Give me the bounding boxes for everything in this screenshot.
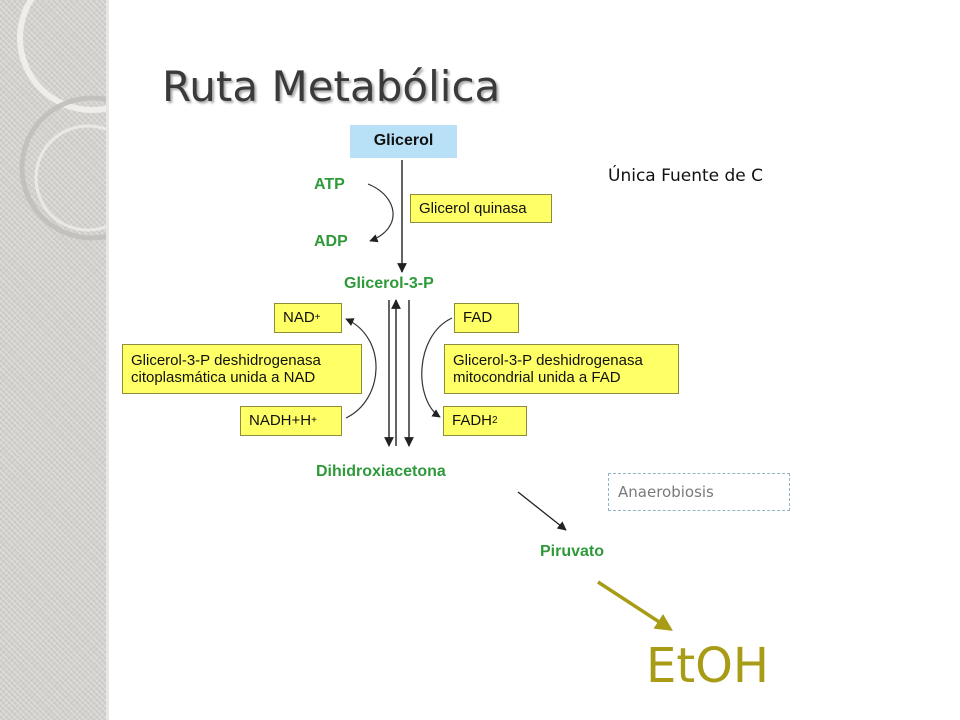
- fadh-text: FADH: [452, 412, 493, 430]
- glicerol-box: Glicerol: [350, 125, 457, 158]
- etoh-label: EtOH: [646, 638, 770, 694]
- label-dihidroxiacetona: Dihidroxiacetona: [316, 463, 446, 480]
- enzyme-cytoplasmic: Glicerol-3-P deshidrogenasa citoplasmáti…: [122, 344, 362, 394]
- nad-sup: +: [314, 312, 321, 324]
- side-edge: [106, 0, 109, 720]
- enzyme-mitochondrial: Glicerol-3-P deshidrogenasa mitocondrial…: [444, 344, 679, 394]
- box-nadh: NADH+H+: [240, 406, 342, 436]
- arrow-atp-to-adp: [367, 183, 394, 243]
- arrow-to-piruvato: [517, 491, 567, 531]
- nadh-sup: +: [311, 415, 317, 427]
- enzyme-mito-line2: mitocondrial unida a FAD: [453, 369, 621, 386]
- enzyme-glicerol-quinasa: Glicerol quinasa: [410, 194, 552, 223]
- enzyme-cyto-line1: Glicerol-3-P deshidrogenasa: [131, 351, 321, 369]
- anaerobiosis-box: Anaerobiosis: [608, 473, 790, 511]
- nadh-text: NADH+H: [249, 412, 312, 430]
- fadh-sub: 2: [492, 415, 498, 427]
- label-glicerol-3-p: Glicerol-3-P: [344, 275, 434, 293]
- nad-text: NAD: [283, 309, 315, 327]
- side-decoration: [0, 0, 106, 720]
- enzyme-mito-line1: Glicerol-3-P deshidrogenasa: [453, 351, 643, 369]
- label-adp: ADP: [314, 233, 348, 250]
- box-nad: NAD+: [274, 303, 342, 333]
- enzyme-cyto-line2: citoplasmática unida a NAD: [131, 369, 316, 386]
- note-unica-fuente: Única Fuente de C: [608, 166, 764, 186]
- label-piruvato: Piruvato: [540, 543, 605, 560]
- arrow-to-etoh: [597, 580, 673, 631]
- arrow-fad-to-fadh2: [421, 317, 453, 418]
- slide-title: Ruta Metabólica: [162, 62, 501, 111]
- label-glicerol-3-p-text: Glicerol-3-P: [344, 275, 434, 292]
- label-atp: ATP: [314, 176, 345, 193]
- arrow-nadh-to-nad: [345, 318, 377, 419]
- box-fad: FAD: [454, 303, 519, 333]
- side-rings: [17, 0, 106, 241]
